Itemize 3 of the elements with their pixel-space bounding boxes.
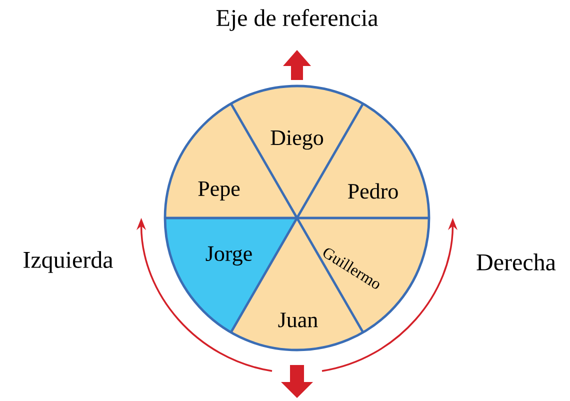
axis-label: Eje de referencia	[216, 9, 378, 31]
direction-label: Derecha	[476, 254, 556, 270]
direction-label: Izquierda	[24, 251, 113, 273]
